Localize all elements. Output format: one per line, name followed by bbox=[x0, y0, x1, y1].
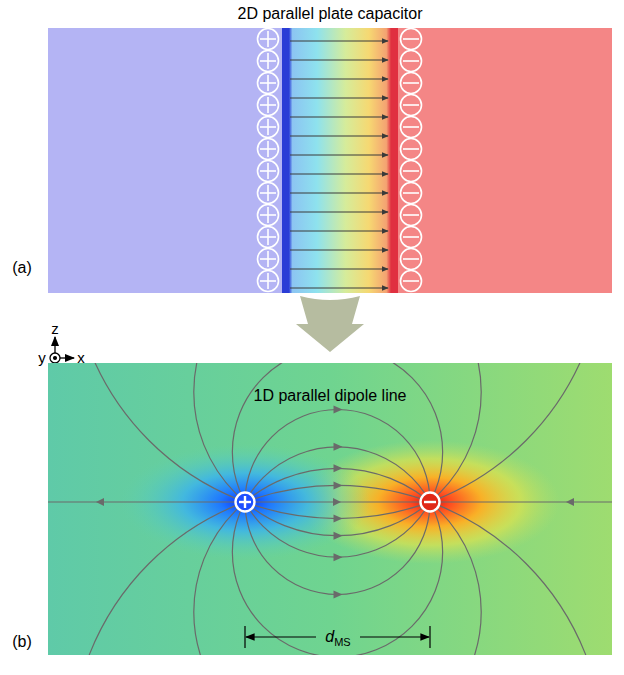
axis-label: x bbox=[77, 350, 85, 365]
field-arrow bbox=[290, 288, 388, 289]
field-arrowhead bbox=[334, 515, 343, 523]
plus-symbol bbox=[258, 183, 279, 204]
plus-symbol bbox=[258, 205, 279, 226]
minus-symbol bbox=[401, 117, 422, 138]
field-arrowhead bbox=[334, 406, 343, 414]
minus-symbol bbox=[401, 51, 422, 72]
minus-symbol bbox=[401, 139, 422, 160]
minus-symbol bbox=[401, 183, 422, 204]
field-arrow bbox=[290, 117, 388, 118]
dimension-symbol: d bbox=[325, 629, 334, 645]
axis-label: y bbox=[38, 350, 46, 365]
plus-symbol bbox=[258, 51, 279, 72]
field-map bbox=[48, 363, 612, 655]
field-arrowhead bbox=[334, 481, 343, 489]
plus-symbol bbox=[258, 161, 279, 182]
plus-symbol bbox=[258, 29, 279, 50]
field-line bbox=[232, 363, 442, 557]
z-axis bbox=[54, 337, 55, 353]
field-arrow bbox=[290, 193, 388, 194]
field-arrowhead bbox=[334, 532, 343, 540]
panel-letter: (b) bbox=[12, 634, 32, 650]
left-region bbox=[48, 28, 284, 293]
axis-origin bbox=[50, 353, 60, 363]
panel-title: 1D parallel dipole line bbox=[254, 388, 407, 404]
field-arrow bbox=[290, 155, 388, 156]
field-arrowhead bbox=[334, 464, 343, 472]
field-arrowhead bbox=[334, 553, 343, 561]
panel-letter: (a) bbox=[12, 260, 32, 276]
negative-line-charge bbox=[421, 493, 440, 512]
axis-dot bbox=[54, 357, 57, 360]
minus-symbol bbox=[401, 249, 422, 270]
field-arrowhead bbox=[333, 498, 341, 506]
minus-symbol bbox=[401, 29, 422, 50]
axis-label: z bbox=[51, 321, 59, 336]
negative-charge-column bbox=[401, 29, 422, 292]
minus-symbol bbox=[401, 227, 422, 248]
minus-symbol bbox=[401, 205, 422, 226]
minus-symbol bbox=[401, 95, 422, 116]
field-arrow bbox=[290, 174, 388, 175]
field-arrow bbox=[290, 98, 388, 99]
field-arrow bbox=[290, 41, 388, 42]
field-arrowhead bbox=[334, 591, 343, 599]
x-axis bbox=[60, 357, 74, 358]
plus-symbol bbox=[258, 95, 279, 116]
right-region bbox=[396, 28, 612, 293]
dimension bbox=[245, 626, 430, 648]
positive-charge-column bbox=[258, 29, 279, 292]
field-gap bbox=[282, 28, 398, 293]
panel-title: 2D parallel plate capacitor bbox=[238, 6, 423, 22]
transition-arrow bbox=[296, 296, 364, 352]
field-arrow bbox=[290, 79, 388, 80]
field-arrowhead bbox=[96, 498, 104, 506]
plus-symbol bbox=[258, 227, 279, 248]
field-arrows bbox=[290, 41, 388, 288]
positive-line-charge bbox=[236, 493, 255, 512]
field-arrowhead bbox=[566, 498, 574, 506]
axes bbox=[50, 337, 74, 363]
plus-symbol bbox=[258, 139, 279, 160]
field-arrow bbox=[290, 231, 388, 232]
axis-field-line bbox=[48, 501, 612, 502]
field-lines bbox=[71, 363, 604, 655]
dimension-subscript: MS bbox=[334, 637, 351, 648]
field-arrow bbox=[290, 136, 388, 137]
field-arrow bbox=[290, 60, 388, 61]
field-arrow bbox=[290, 250, 388, 251]
minus-symbol bbox=[401, 271, 422, 292]
plus-symbol bbox=[258, 73, 279, 94]
minus-symbol bbox=[401, 161, 422, 182]
plus-symbol bbox=[258, 249, 279, 270]
field-line bbox=[194, 363, 481, 536]
field-arrowhead bbox=[334, 443, 343, 451]
field-line bbox=[232, 447, 442, 655]
field-line bbox=[71, 485, 604, 655]
field-line bbox=[194, 468, 481, 655]
field-arrow bbox=[290, 212, 388, 213]
field-arrow bbox=[290, 269, 388, 270]
capacitor-panel bbox=[48, 28, 612, 293]
field-line bbox=[71, 363, 604, 519]
plus-symbol bbox=[258, 271, 279, 292]
plus-symbol bbox=[258, 117, 279, 138]
dipole-panel bbox=[48, 0, 612, 675]
minus-symbol bbox=[401, 73, 422, 94]
